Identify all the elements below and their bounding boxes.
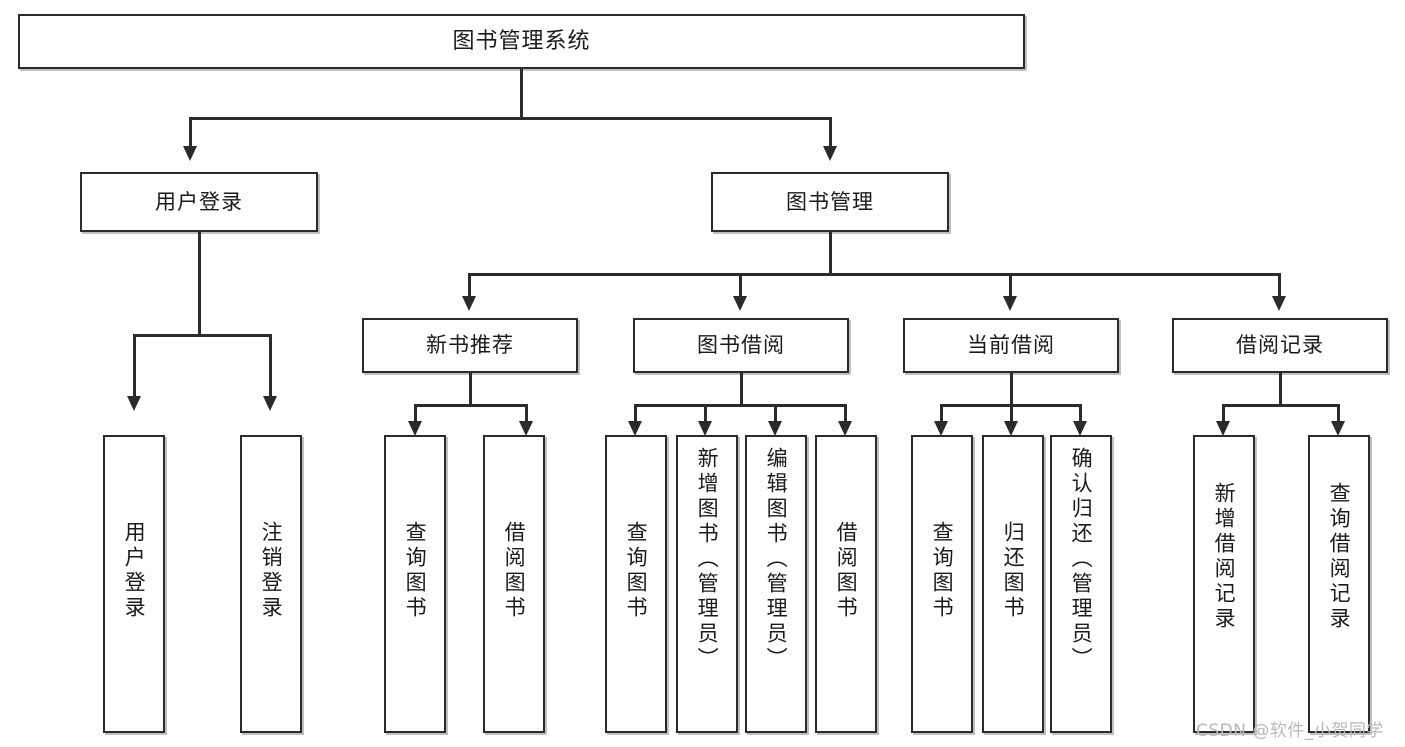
connector-new-book-drop-2 [525,404,528,422]
leaf-label: 用户登录 [122,521,147,621]
connector-current-borrow-drop-2 [1010,404,1013,422]
arrow-book-manage-child-3 [1003,296,1017,311]
leaf-add-borrow-record[interactable]: 新增借阅记录 [1193,435,1255,733]
connector-user-login-stem [198,232,201,335]
node-user-login[interactable]: 用户登录 [80,172,318,232]
leaf-user-login[interactable]: 用户登录 [103,435,165,733]
arrow-borrow-record-leaf-1 [1216,421,1230,436]
connector-user-login-bus [133,334,271,337]
arrow-book-manage-child-1 [462,296,476,311]
connector-current-borrow-drop-1 [940,404,943,422]
leaf-query-book-recommend[interactable]: 查询图书 [384,435,446,733]
node-book-manage[interactable]: 图书管理 [711,172,949,232]
connector-book-borrow-bus [634,404,846,407]
connector-book-borrow-drop-3 [774,404,777,422]
leaf-label: 确认归还（管理员） [1069,447,1094,672]
arrow-book-borrow-leaf-4 [838,421,852,436]
leaf-return-book[interactable]: 归还图书 [982,435,1044,733]
arrow-book-borrow-leaf-2 [698,421,712,436]
leaf-label: 查询图书 [624,521,649,621]
arrow-user-login-leaf-1 [127,396,141,411]
leaf-borrow-book-borrow[interactable]: 借阅图书 [815,435,877,733]
arrow-current-borrow-leaf-2 [1004,421,1018,436]
node-borrow-record[interactable]: 借阅记录 [1172,318,1388,373]
leaf-label: 查询图书 [930,521,955,621]
connector-borrow-record-drop-1 [1222,404,1225,422]
connector-user-login-drop-1 [133,334,136,396]
leaf-logout-login[interactable]: 注销登录 [240,435,302,733]
connector-book-manage-drop-2 [739,273,742,297]
leaf-label: 新增图书（管理员） [695,447,720,672]
arrow-current-borrow-leaf-3 [1073,421,1087,436]
connector-book-manage-drop-4 [1278,273,1281,297]
connector-book-borrow-drop-2 [704,404,707,422]
arrow-new-book-leaf-1 [408,421,422,436]
leaf-query-book-borrow[interactable]: 查询图书 [605,435,667,733]
leaf-query-borrow-record[interactable]: 查询借阅记录 [1308,435,1370,733]
leaf-label: 注销登录 [259,521,284,621]
leaf-label: 新增借阅记录 [1212,482,1237,632]
connector-root-to-book-manage [829,117,832,147]
node-label: 新书推荐 [426,333,514,358]
connector-book-borrow-stem [740,373,743,405]
leaf-label: 查询借阅记录 [1327,482,1352,632]
node-new-book-recommend[interactable]: 新书推荐 [362,318,578,373]
arrow-book-manage-child-4 [1272,296,1286,311]
arrow-book-borrow-leaf-3 [768,421,782,436]
connector-book-manage-drop-1 [468,273,471,297]
node-book-borrow[interactable]: 图书借阅 [633,318,849,373]
connector-root-stem [520,69,523,118]
arrow-book-borrow-leaf-1 [628,421,642,436]
arrow-current-borrow-leaf-1 [934,421,948,436]
connector-book-borrow-drop-4 [844,404,847,422]
leaf-label: 查询图书 [403,521,428,621]
node-current-borrow[interactable]: 当前借阅 [903,318,1119,373]
arrow-borrow-record-leaf-2 [1331,421,1345,436]
node-label: 图书借阅 [697,333,785,358]
connector-book-borrow-drop-1 [634,404,637,422]
connector-user-login-drop-2 [269,334,272,396]
node-root-system[interactable]: 图书管理系统 [18,14,1025,69]
connector-new-book-drop-1 [414,404,417,422]
node-label: 当前借阅 [967,333,1055,358]
connector-current-borrow-stem [1010,373,1013,405]
arrow-user-login-leaf-2 [263,396,277,411]
node-label: 借阅记录 [1236,333,1324,358]
connector-book-manage-drop-3 [1009,273,1012,297]
leaf-label: 编辑图书（管理员） [764,447,789,672]
connector-borrow-record-drop-2 [1337,404,1340,422]
leaf-confirm-return[interactable]: 确认归还（管理员） [1050,435,1112,733]
leaf-query-book-current[interactable]: 查询图书 [911,435,973,733]
connector-borrow-record-stem [1279,373,1282,405]
leaf-label: 借阅图书 [834,521,859,621]
arrow-book-manage-child-2 [733,296,747,311]
leaf-borrow-book-recommend[interactable]: 借阅图书 [483,435,545,733]
leaf-label: 借阅图书 [502,521,527,621]
connector-new-book-stem [469,373,472,405]
connector-root-bus [189,117,832,120]
node-label: 用户登录 [155,189,243,214]
arrow-root-to-book-manage [823,146,837,161]
connector-new-book-bus [414,404,527,407]
connector-book-manage-stem [829,232,832,274]
node-label: 图书管理 [786,189,874,214]
leaf-add-book[interactable]: 新增图书（管理员） [676,435,738,733]
arrow-root-to-user-login [183,146,197,161]
connector-current-borrow-drop-3 [1079,404,1082,422]
arrow-new-book-leaf-2 [519,421,533,436]
connector-borrow-record-bus [1222,404,1339,407]
node-label: 图书管理系统 [452,28,591,54]
leaf-label: 归还图书 [1001,521,1026,621]
connector-book-manage-bus [468,273,1280,276]
leaf-edit-book[interactable]: 编辑图书（管理员） [745,435,807,733]
connector-root-to-user-login [189,117,192,147]
